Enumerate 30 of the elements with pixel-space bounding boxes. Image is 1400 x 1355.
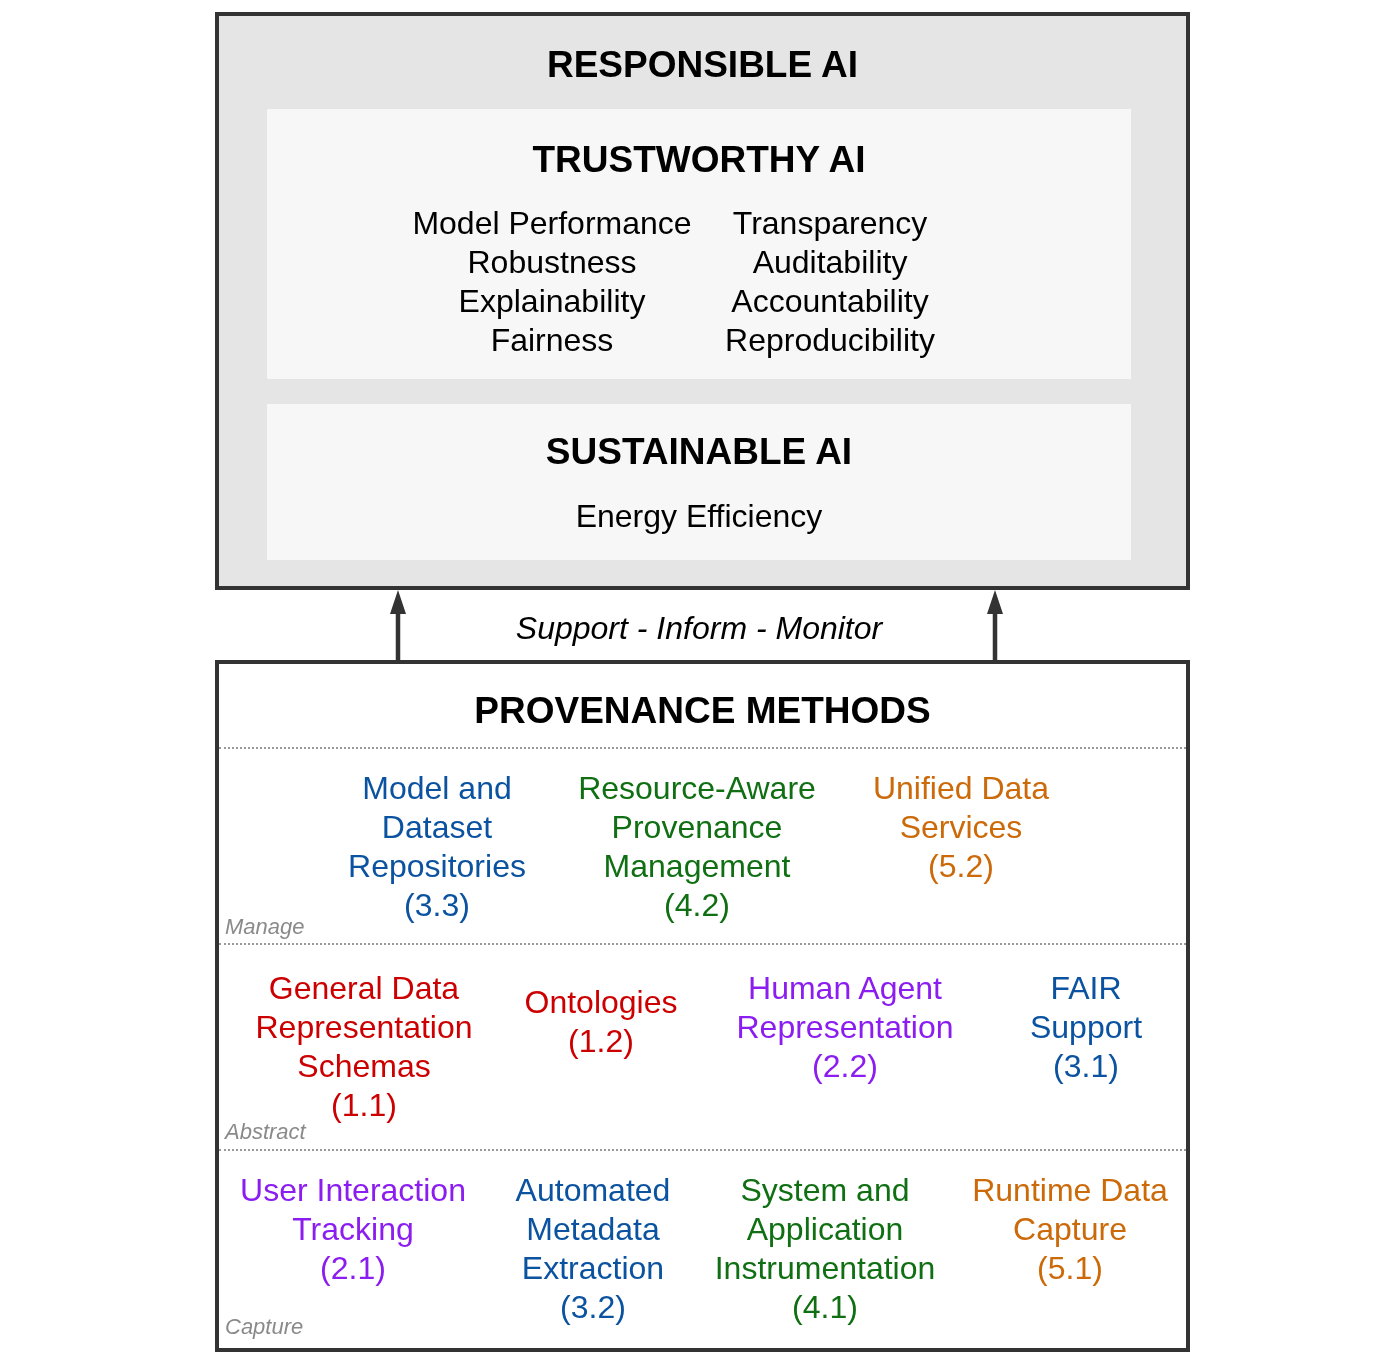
arrow xyxy=(987,590,1003,660)
attribute-label: Fairness xyxy=(490,320,614,360)
box-heading: SUSTAINABLE AI xyxy=(545,430,853,474)
box-heading: PROVENANCE METHODS xyxy=(474,689,931,733)
method-label: Model and Dataset Repositories (3.3) xyxy=(342,769,532,925)
method-label: System and Application Instrumentation (4.1) xyxy=(709,1171,941,1327)
relation-label: Support - Inform - Monitor xyxy=(515,608,883,648)
band-label: Capture xyxy=(225,1313,304,1339)
method-label: Runtime Data Capture (5.1) xyxy=(967,1171,1173,1288)
attribute-label: Explainability xyxy=(458,281,646,321)
band-label: Manage xyxy=(225,913,305,939)
attribute-label: Robustness xyxy=(467,242,637,282)
method-label: Unified Data Services (5.2) xyxy=(868,769,1054,886)
attribute-label: Model Performance xyxy=(412,203,692,243)
method-label: Ontologies (1.2) xyxy=(516,983,686,1061)
attribute-label: Transparency xyxy=(732,203,928,243)
outer-frame xyxy=(215,12,1190,590)
outer-frame xyxy=(215,660,1190,1352)
method-label: User Interaction Tracking (2.1) xyxy=(235,1171,471,1288)
method-label: Human Agent Representation (2.2) xyxy=(732,969,958,1086)
arrow xyxy=(390,590,406,660)
box-heading: RESPONSIBLE AI xyxy=(546,43,859,87)
attribute-label: Energy Efficiency xyxy=(575,496,823,536)
method-label: Resource-Aware Provenance Management (4.2) xyxy=(572,769,822,925)
attribute-label: Accountability xyxy=(731,281,929,321)
attribute-label: Reproducibility xyxy=(725,320,935,360)
box-heading: TRUSTWORTHY AI xyxy=(532,138,866,182)
attribute-label: Auditability xyxy=(752,242,908,282)
method-label: FAIR Support (3.1) xyxy=(1021,969,1151,1086)
method-label: Automated Metadata Extraction (3.2) xyxy=(510,1171,676,1327)
